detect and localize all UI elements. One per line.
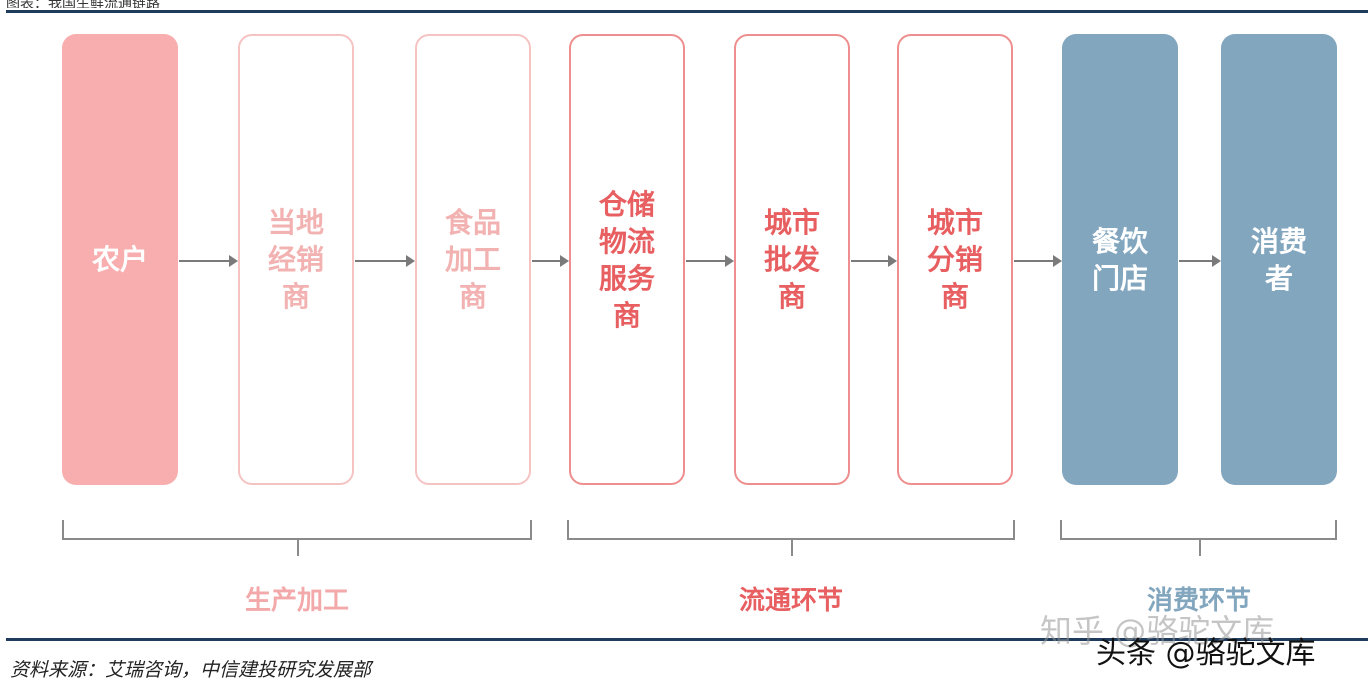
node-warehouse-logistics: 仓储 物流 服务 商 <box>569 34 685 485</box>
node-city-distributor: 城市 分销 商 <box>897 34 1013 485</box>
node-local-distributor: 当地 经销 商 <box>238 34 354 485</box>
source-note: 资料来源：艾瑞咨询，中信建投研究发展部 <box>10 659 372 681</box>
group-bracket-consumption <box>1060 520 1337 556</box>
watermark-toutiao: 头条 @骆驼文库 <box>1096 636 1316 671</box>
flow-arrow <box>686 255 734 267</box>
node-consumer: 消费 者 <box>1221 34 1337 485</box>
group-label-consumption: 消费环节 <box>1146 586 1251 616</box>
flow-arrow <box>532 255 569 267</box>
node-food-processor: 食品 加工 商 <box>415 34 531 485</box>
group-label-production: 生产加工 <box>244 586 349 616</box>
bottom-divider <box>6 638 1368 641</box>
group-bracket-production <box>62 520 532 556</box>
watermark-zhihu: 知乎 @骆驼文库 <box>1040 612 1275 650</box>
node-farmer: 农户 <box>62 34 178 485</box>
flow-arrow <box>355 255 415 267</box>
group-label-circulation: 流通环节 <box>738 586 843 616</box>
header-title: 图表：我国生鲜流通链路 <box>6 0 160 8</box>
node-restaurant: 餐饮 门店 <box>1062 34 1178 485</box>
flow-arrow <box>1179 255 1221 267</box>
flow-arrow <box>1014 255 1062 267</box>
node-city-wholesaler: 城市 批发 商 <box>734 34 850 485</box>
top-divider <box>6 10 1368 13</box>
flow-arrow <box>179 255 238 267</box>
flow-arrow <box>851 255 897 267</box>
group-bracket-circulation <box>567 520 1015 556</box>
